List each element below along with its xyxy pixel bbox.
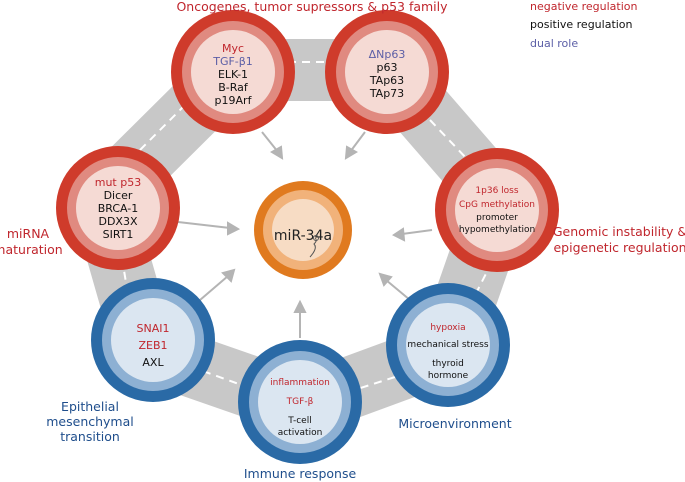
title-oncogenes: Oncogenes, tumor supressors & p53 family [176, 0, 448, 14]
node-emt-line-2: ZEB1 [138, 339, 167, 352]
node-micro[interactable]: hypoxia mechanical stress thyroid hormon… [386, 283, 510, 407]
node-genomic-line-2: CpG methylation [459, 200, 535, 210]
node-genomic-line-1: 1p36 loss [475, 186, 518, 196]
node-micro-line-4: hormone [428, 371, 469, 381]
node-myc-line-5: p19Arf [215, 94, 253, 107]
title-mirna-2: maturation [0, 242, 63, 257]
node-emt-line-3: AXL [142, 356, 164, 369]
node-p63[interactable]: ΔNp63 p63 TAp63 TAp73 [325, 10, 449, 134]
node-micro-line-2: mechanical stress [407, 340, 488, 350]
legend: negative regulation positive regulation … [530, 0, 638, 50]
title-genomic-1: Genomic instability & [553, 224, 685, 239]
title-immune: Immune response [244, 466, 357, 481]
legend-dual: dual role [530, 37, 578, 50]
legend-positive: positive regulation [530, 18, 633, 31]
node-immune-line-2: TGF-β [286, 397, 314, 407]
node-myc-line-2: TGF-β1 [212, 55, 253, 68]
node-p53-line-2: Dicer [104, 189, 133, 202]
node-micro-line-1: hypoxia [430, 323, 465, 333]
title-mirna-1: miRNA [7, 226, 50, 241]
node-p63-line-3: TAp63 [369, 74, 404, 87]
node-genomic[interactable]: 1p36 loss CpG methylation promoter hypom… [435, 148, 559, 272]
node-myc[interactable]: Myc TGF-β1 ELK-1 B-Raf p19Arf [171, 10, 295, 134]
node-immune-line-4: activation [278, 428, 323, 438]
center-node-mir34a[interactable]: miR-34a [254, 181, 352, 279]
node-p53-line-1: mut p53 [95, 176, 141, 189]
node-immune-line-1: inflammation [270, 378, 330, 388]
node-p63-line-2: p63 [377, 61, 398, 74]
node-p63-line-1: ΔNp63 [369, 48, 406, 61]
title-micro: Microenvironment [398, 416, 511, 431]
node-mut-p53[interactable]: mut p53 Dicer BRCA-1 DDX3X SIRT1 [56, 146, 180, 270]
node-immune[interactable]: inflammation TGF-β T-cell activation [238, 340, 362, 464]
node-myc-line-1: Myc [222, 42, 244, 55]
node-p53-line-4: DDX3X [98, 215, 137, 228]
title-emt-1: Epithelial [61, 399, 119, 414]
node-immune-line-3: T-cell [287, 416, 311, 426]
legend-negative: negative regulation [530, 0, 638, 13]
title-genomic-2: epigenetic regulation [553, 240, 685, 255]
node-emt-line-1: SNAI1 [137, 322, 170, 335]
node-genomic-line-3: promoter [476, 213, 518, 223]
arrows [177, 131, 433, 338]
mirna-hairpin-icon [309, 237, 317, 258]
node-p53-line-3: BRCA-1 [98, 202, 139, 215]
node-p53-line-5: SIRT1 [103, 228, 134, 241]
node-myc-line-4: B-Raf [218, 81, 249, 94]
node-micro-line-3: thyroid [432, 359, 464, 369]
center-label: miR-34a [274, 228, 332, 244]
node-myc-line-3: ELK-1 [218, 68, 248, 81]
node-p63-line-4: TAp73 [369, 87, 404, 100]
node-emt[interactable]: SNAI1 ZEB1 AXL [91, 278, 215, 402]
title-emt-3: transition [60, 429, 120, 444]
node-genomic-line-4: hypomethylation [459, 225, 535, 235]
title-emt-2: mesenchymal [46, 414, 134, 429]
